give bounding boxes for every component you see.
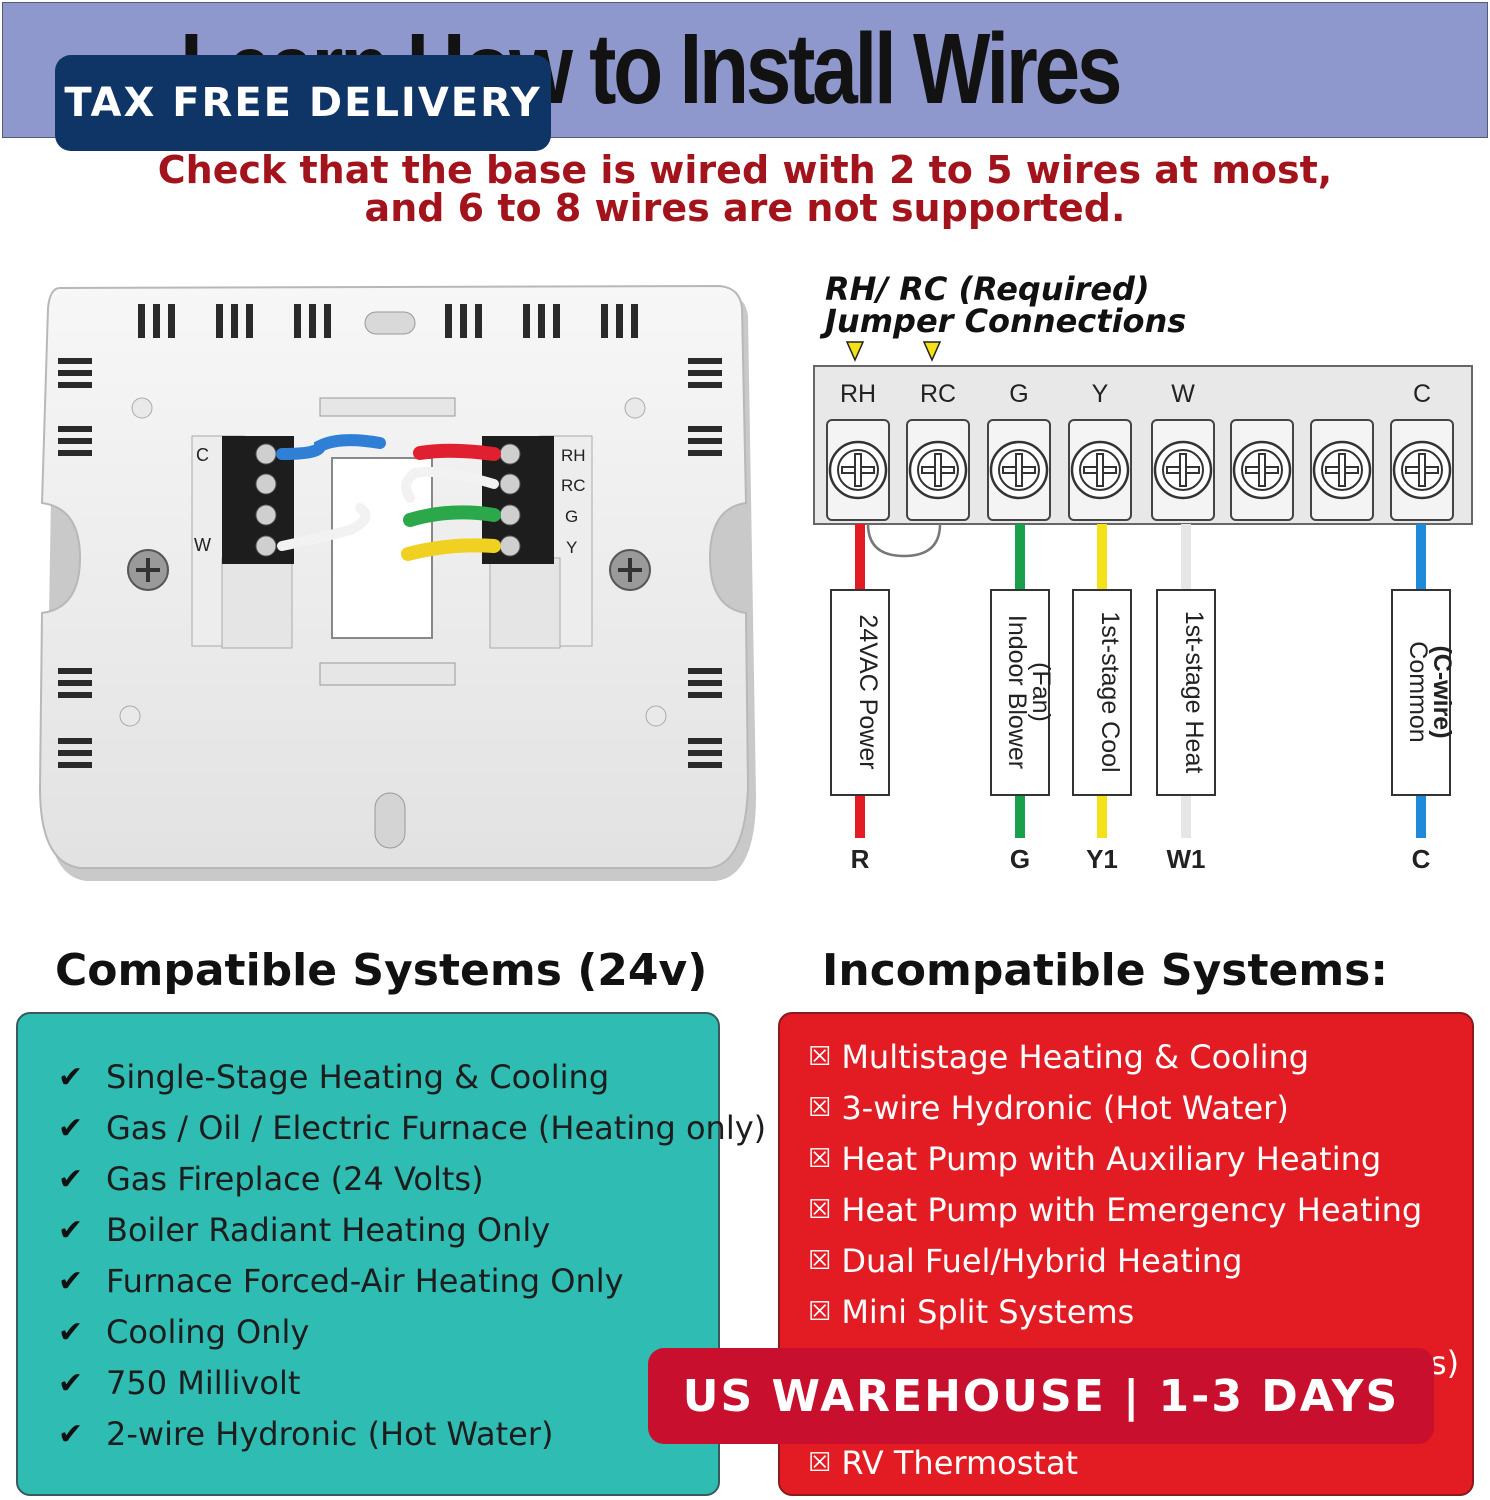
check-icon: ✔ xyxy=(58,1212,84,1248)
screw-icon xyxy=(1312,440,1372,500)
subtitle-line-1: Check that the base is wired with 2 to 5… xyxy=(157,148,1333,192)
wire-function-label: Common xyxy=(1404,641,1432,742)
wire-function-label: (C-wire) xyxy=(1428,645,1456,738)
compatible-item: ✔Furnace Forced-Air Heating Only xyxy=(58,1262,624,1300)
check-icon: ✔ xyxy=(58,1161,84,1197)
compatible-item: ✔Single-Stage Heating & Cooling xyxy=(58,1058,610,1096)
compatible-item: ✔2-wire Hydronic (Hot Water) xyxy=(58,1415,554,1453)
cross-box-icon: ☒ xyxy=(808,1093,832,1123)
wire-function-label: Indoor Blower xyxy=(1003,615,1031,769)
jumper-heading-line-2: Jumper Connections xyxy=(825,302,1187,340)
check-icon: ✔ xyxy=(58,1059,84,1095)
terminal-w: W xyxy=(1151,380,1215,521)
wire-g: Indoor Blower(Fan) G xyxy=(990,524,1055,874)
jumper-heading-line-1: RH/ RC (Required) xyxy=(825,270,1150,308)
wire-function-label: (Fan) xyxy=(1027,662,1055,722)
incompatible-item-partial: s) xyxy=(1430,1344,1460,1382)
incompatible-item: ☒Dual Fuel/Hybrid Heating xyxy=(808,1242,1243,1280)
tax-free-badge: TAX FREE DELIVERY xyxy=(55,55,551,151)
incompatible-heading: Incompatible Systems: xyxy=(822,945,1388,996)
screw-icon xyxy=(1153,440,1213,500)
cross-box-icon: ☒ xyxy=(808,1144,832,1174)
us-warehouse-badge: US WAREHOUSE | 1-3 DAYS xyxy=(648,1348,1434,1444)
wire-terminal-label: Y1 xyxy=(1086,844,1118,874)
terminal-blank-6 xyxy=(1310,419,1374,521)
incompatible-item: ☒Heat Pump with Emergency Heating xyxy=(808,1191,1423,1229)
screw-icon xyxy=(1392,440,1452,500)
incompatible-item: ☒Heat Pump with Auxiliary Heating xyxy=(808,1140,1382,1178)
mount-screw-right xyxy=(609,549,651,591)
incompatible-item: ☒Multistage Heating & Cooling xyxy=(808,1038,1310,1076)
incompatible-item: ☒3-wire Hydronic (Hot Water) xyxy=(808,1089,1289,1127)
incompatible-item: ☒Mini Split Systems xyxy=(808,1293,1135,1331)
cross-box-icon: ☒ xyxy=(808,1042,832,1072)
photo-label-w: W xyxy=(194,535,211,555)
cross-box-icon: ☒ xyxy=(808,1448,832,1478)
wire-terminal-label: C xyxy=(1412,844,1431,874)
check-icon: ✔ xyxy=(58,1110,84,1146)
terminal-rc: RC xyxy=(906,380,970,521)
cross-box-icon: ☒ xyxy=(808,1246,832,1276)
terminal-blank-5 xyxy=(1230,419,1294,521)
incompatible-item: ☒RV Thermostat xyxy=(808,1444,1079,1482)
wire-terminal-label: R xyxy=(851,844,870,874)
wire-function-label: 1st-stage Cool xyxy=(1096,611,1124,772)
terminal-label: RC xyxy=(920,380,956,408)
cross-box-icon: ☒ xyxy=(808,1297,832,1327)
photo-label-g: G xyxy=(565,507,578,526)
terminal-label: C xyxy=(1413,380,1431,408)
screw-icon xyxy=(1070,440,1130,500)
thermostat-base-image: C W RH RC G Y xyxy=(38,284,756,881)
terminal-label: W xyxy=(1171,380,1195,408)
check-icon: ✔ xyxy=(58,1314,84,1350)
check-icon: ✔ xyxy=(58,1365,84,1401)
jumper-wire xyxy=(866,523,942,558)
photo-label-rh: RH xyxy=(561,446,586,465)
terminal-label: RH xyxy=(840,380,876,408)
wire-terminal-label: W1 xyxy=(1167,844,1206,874)
jumper-arrow-rc-icon xyxy=(922,341,942,362)
terminal-y: Y xyxy=(1068,380,1132,521)
compatible-heading: Compatible Systems (24v) xyxy=(55,945,708,996)
terminal-g: G xyxy=(987,380,1051,521)
check-icon: ✔ xyxy=(58,1416,84,1452)
photo-label-rc: RC xyxy=(561,476,586,495)
screw-icon xyxy=(908,440,968,500)
compatible-item: ✔Gas Fireplace (24 Volts) xyxy=(58,1160,484,1198)
side-vents xyxy=(58,358,722,768)
wire-function-label: 24VAC Power xyxy=(854,614,882,769)
compatible-item: ✔Boiler Radiant Heating Only xyxy=(58,1211,551,1249)
wire-function-label: 1st-stage Heat xyxy=(1180,611,1208,774)
terminal-c: C xyxy=(1390,380,1454,521)
wire-c: Common(C-wire) C xyxy=(1391,524,1456,874)
photo-label-y: Y xyxy=(566,538,577,557)
jumper-arrow-rh-icon xyxy=(845,341,865,362)
top-vents xyxy=(138,304,638,338)
compatible-item: ✔Gas / Oil / Electric Furnace (Heating o… xyxy=(58,1109,767,1147)
terminal-label: G xyxy=(1009,380,1028,408)
subtitle-line-2: and 6 to 8 wires are not supported. xyxy=(364,186,1126,230)
mount-screw-left xyxy=(127,549,169,591)
compatible-item: ✔Cooling Only xyxy=(58,1313,310,1351)
terminal-label: Y xyxy=(1092,380,1109,408)
check-icon: ✔ xyxy=(58,1263,84,1299)
screw-icon xyxy=(1232,440,1292,500)
compatible-item: ✔750 Millivolt xyxy=(58,1364,301,1402)
terminal-rh: RH xyxy=(826,380,890,521)
wire-terminal-label: G xyxy=(1010,844,1030,874)
compatible-panel: ✔Single-Stage Heating & Cooling ✔Gas / O… xyxy=(16,1012,766,1496)
photo-label-c: C xyxy=(196,445,209,465)
cross-box-icon: ☒ xyxy=(808,1195,832,1225)
screw-icon xyxy=(989,440,1049,500)
screw-icon xyxy=(828,440,888,500)
